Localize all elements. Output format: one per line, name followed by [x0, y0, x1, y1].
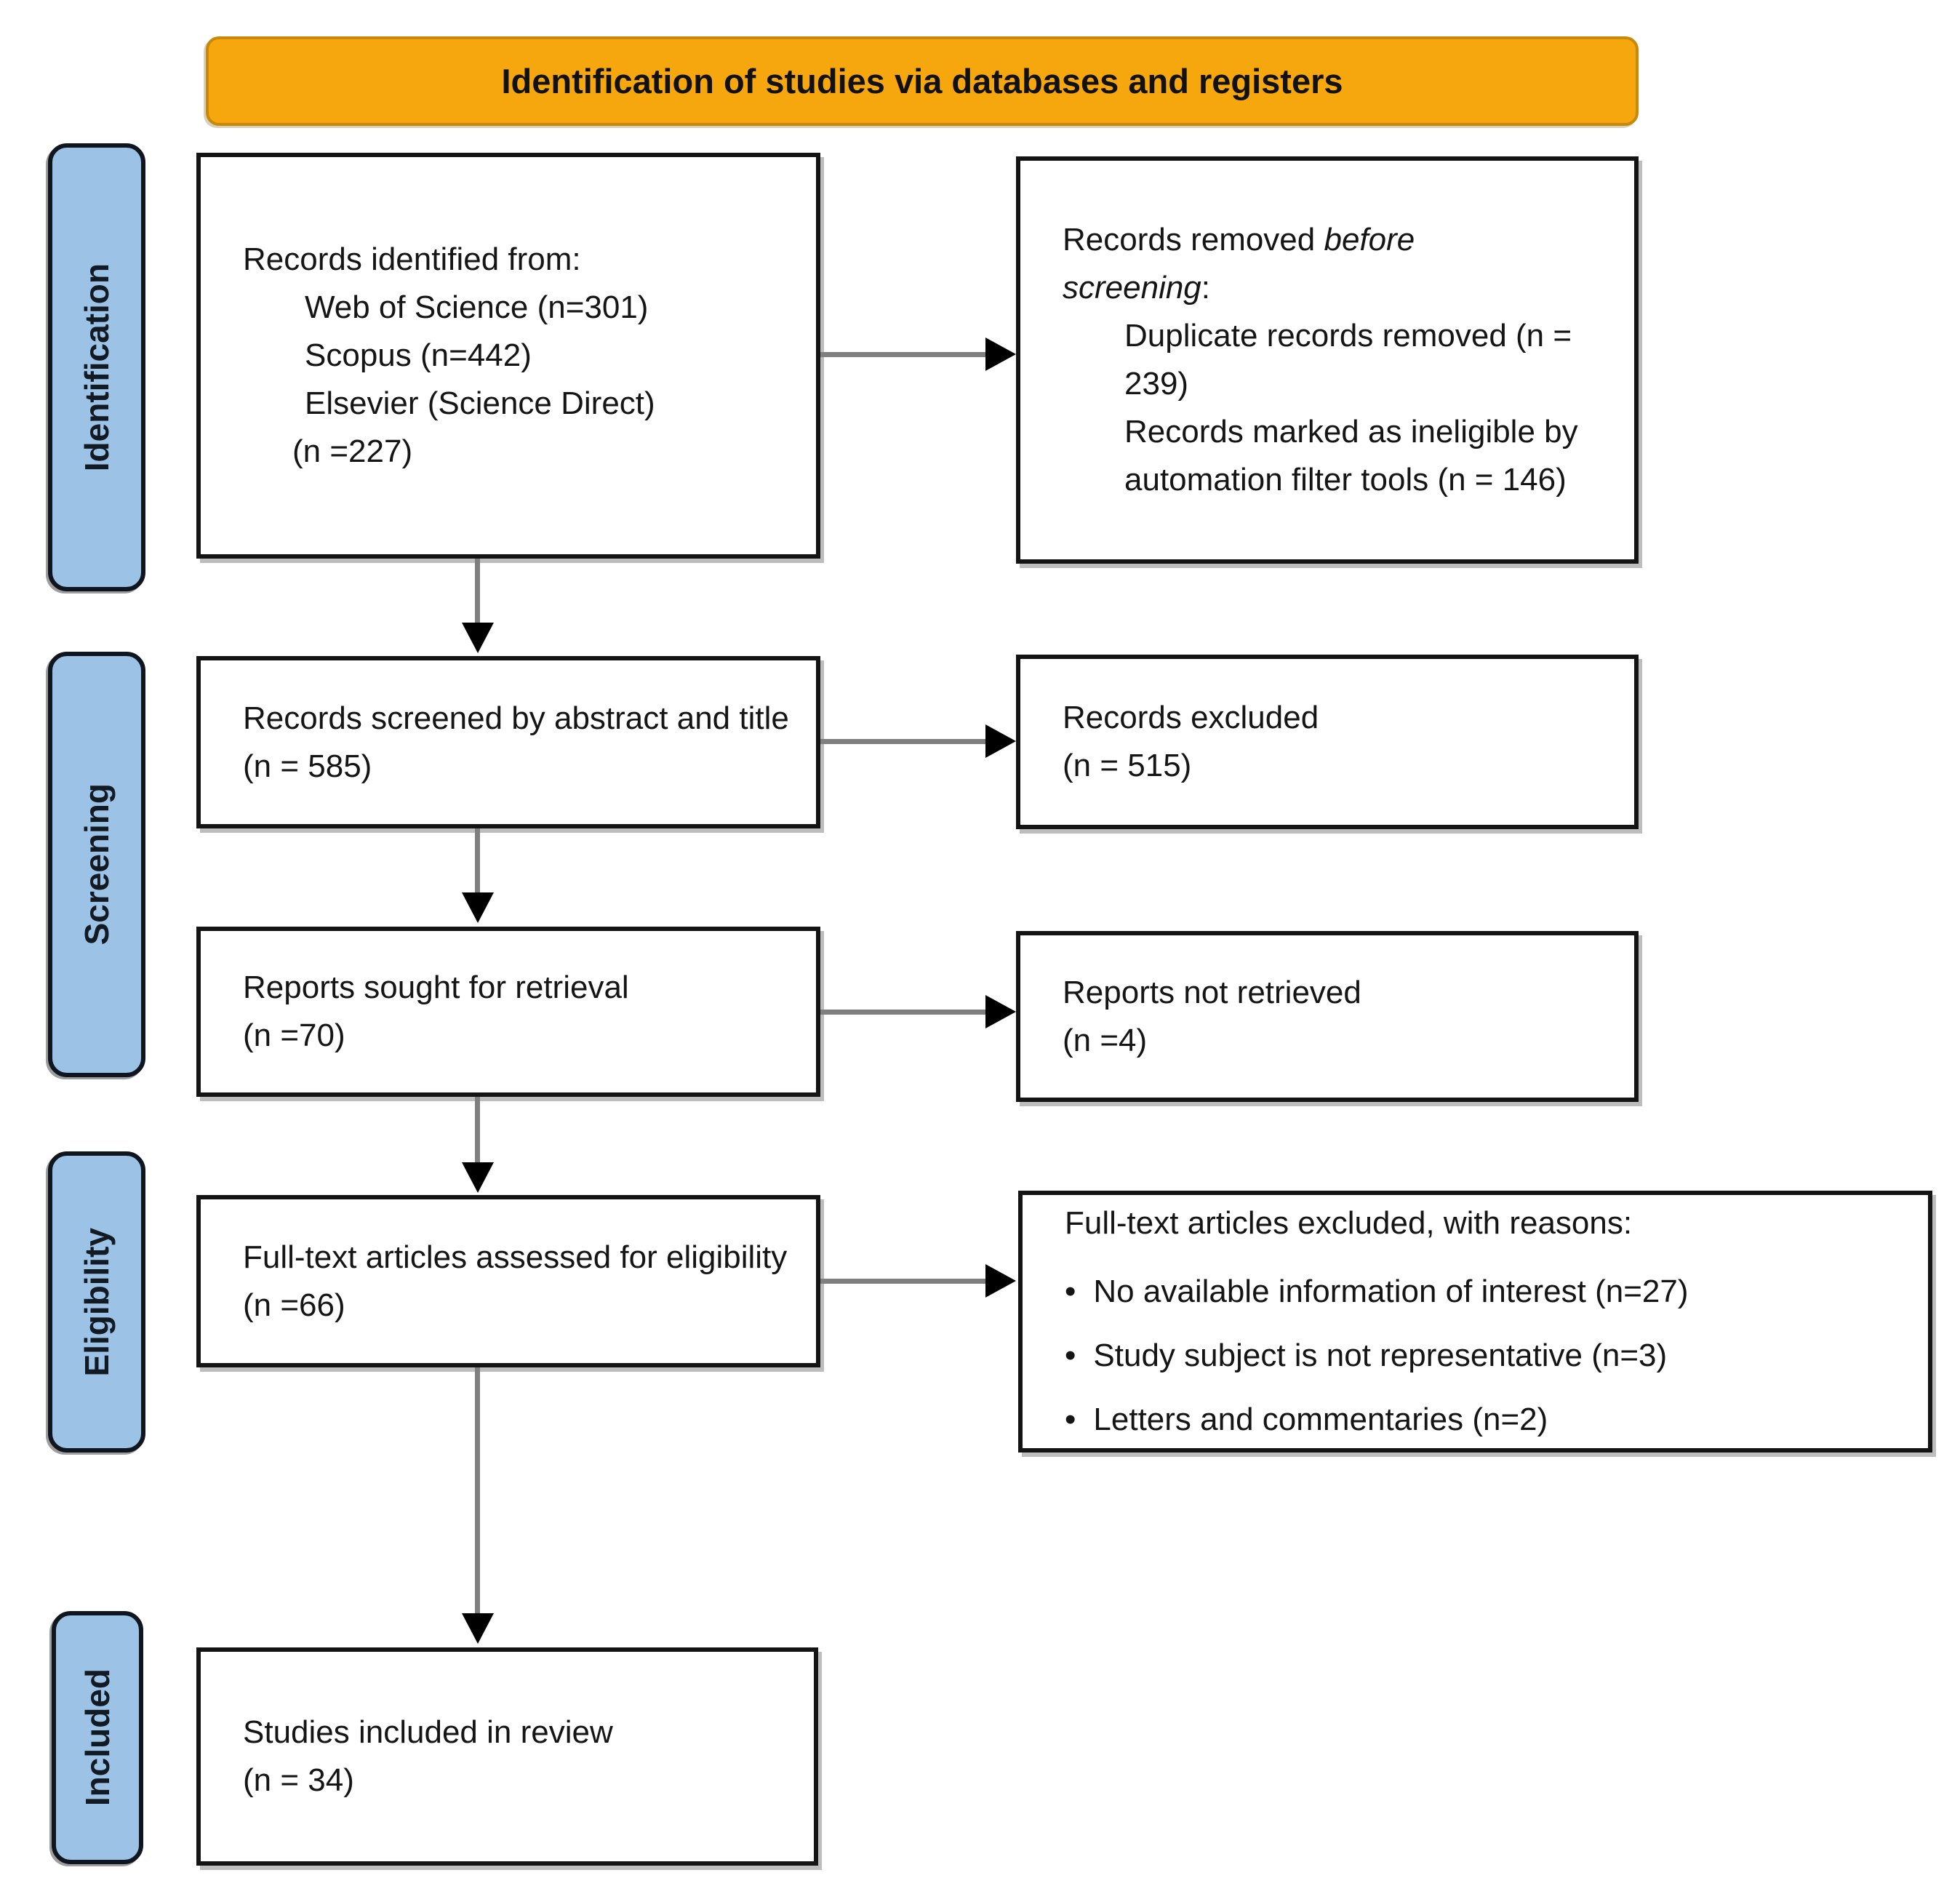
reason-list: • No available information of interest (…	[1065, 1268, 1910, 1444]
arrow-stem	[475, 1097, 480, 1164]
box-studies-included: Studies included in review (n = 34)	[196, 1647, 818, 1866]
stage-label-included: Included	[52, 1611, 143, 1864]
bullet-icon: •	[1065, 1274, 1076, 1309]
box-line: (n =227)	[292, 433, 413, 469]
box-line: (n = 515)	[1063, 748, 1192, 783]
arrow-head-icon	[462, 623, 494, 653]
box-line: Records screened by abstract and title	[243, 700, 789, 736]
box-line: Web of Science (n=301)	[305, 289, 649, 325]
box-line: (n = 585)	[243, 748, 372, 784]
box-line: screening:	[1063, 270, 1211, 305]
arrow-stem	[820, 1279, 988, 1284]
stage-label-identification: Identification	[48, 143, 145, 591]
arrow-head-icon	[462, 892, 494, 923]
box-line: Records removed before	[1063, 222, 1415, 257]
box-line: Records excluded	[1063, 700, 1319, 735]
arrow-stem	[475, 828, 480, 894]
reason-text: Study subject is not representative (n=3…	[1093, 1338, 1668, 1373]
arrow-head-icon	[462, 1613, 494, 1644]
box-line: Elsevier (Science Direct)	[305, 385, 655, 421]
diagram-title: Identification of studies via databases …	[501, 62, 1343, 100]
box-reports-not-retrieved: Reports not retrieved (n =4)	[1016, 931, 1639, 1102]
reason-text: Letters and commentaries (n=2)	[1093, 1402, 1548, 1437]
box-line: Records marked as ineligible by automati…	[1124, 414, 1578, 498]
arrow-stem	[820, 739, 988, 744]
box-line: Records identified from:	[243, 241, 581, 277]
list-item: • Study subject is not representative (n…	[1065, 1332, 1910, 1380]
box-fulltext-excluded: Full-text articles excluded, with reason…	[1018, 1191, 1932, 1453]
arrow-head-icon	[985, 1264, 1016, 1298]
box-line: Scopus (n=442)	[305, 337, 532, 373]
bullet-icon: •	[1065, 1402, 1076, 1437]
box-records-excluded: Records excluded (n = 515)	[1016, 655, 1639, 829]
box-records-screened: Records screened by abstract and title (…	[196, 656, 820, 828]
box-line: Full-text articles assessed for eligibil…	[243, 1239, 788, 1275]
box-line: Studies included in review	[243, 1714, 613, 1750]
box-line: Full-text articles excluded, with reason…	[1065, 1205, 1633, 1241]
arrow-stem	[820, 1010, 988, 1015]
box-records-removed-before-screening: Records removed before screening: Duplic…	[1016, 156, 1639, 564]
arrow-head-icon	[985, 724, 1016, 758]
arrow-stem	[475, 559, 480, 624]
arrow-head-icon	[985, 337, 1016, 371]
arrow-head-icon	[462, 1162, 494, 1193]
box-line: (n = 34)	[243, 1762, 354, 1798]
list-item: • No available information of interest (…	[1065, 1268, 1910, 1316]
box-records-identified: Records identified from: Web of Science …	[196, 153, 820, 559]
box-line: (n =70)	[243, 1018, 345, 1053]
box-line: Reports sought for retrieval	[243, 970, 629, 1005]
bullet-icon: •	[1065, 1338, 1076, 1373]
box-line: (n =4)	[1063, 1022, 1148, 1058]
arrow-stem	[820, 352, 988, 357]
box-line: Reports not retrieved	[1063, 974, 1361, 1010]
arrow-stem	[475, 1367, 480, 1615]
arrow-head-icon	[985, 995, 1016, 1028]
box-line: (n =66)	[243, 1287, 345, 1323]
stage-label-eligibility: Eligibility	[48, 1151, 145, 1453]
box-reports-sought: Reports sought for retrieval (n =70)	[196, 927, 820, 1097]
title-banner: Identification of studies via databases …	[206, 36, 1639, 126]
box-fulltext-assessed: Full-text articles assessed for eligibil…	[196, 1195, 820, 1367]
stage-label-screening: Screening	[48, 652, 145, 1077]
list-item: • Letters and commentaries (n=2)	[1065, 1396, 1910, 1444]
box-line: Duplicate records removed (n = 239)	[1124, 318, 1572, 401]
reason-text: No available information of interest (n=…	[1093, 1274, 1689, 1309]
